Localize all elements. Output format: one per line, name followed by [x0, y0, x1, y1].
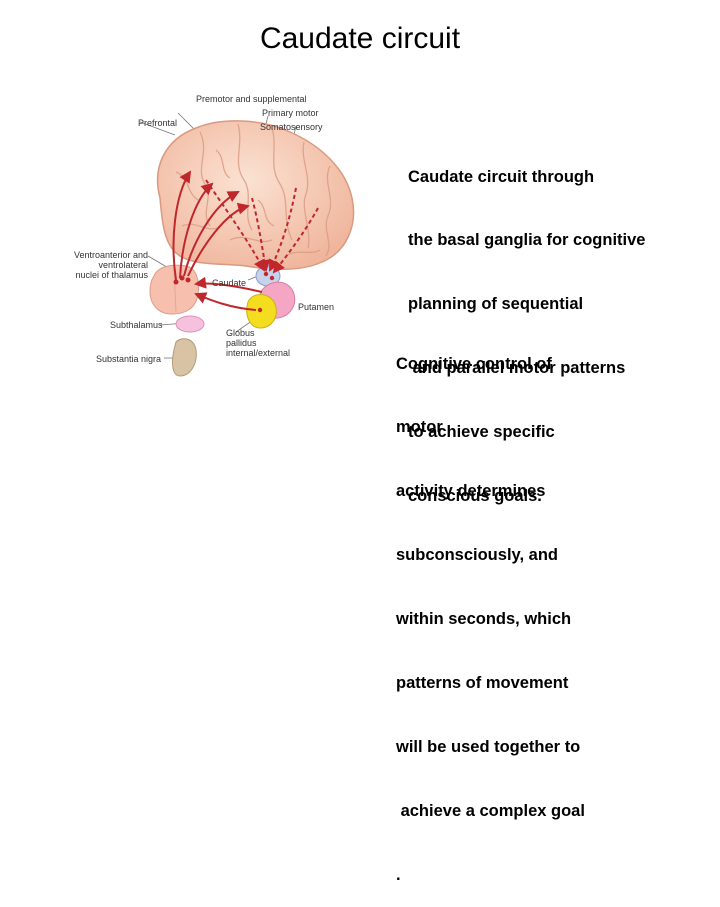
label-substantia-nigra: Substantia nigra [96, 354, 162, 364]
brain-diagram [139, 112, 355, 377]
text-line: and parallel motor patterns [408, 359, 626, 378]
label-prefrontal: Prefrontal [138, 118, 178, 128]
text-block-cognitive-control: Cognitive control of motor activity dete… [396, 311, 585, 907]
text-line: motor [396, 418, 443, 437]
label-caudate: Caudate [212, 278, 247, 288]
thalamus [149, 264, 199, 315]
label-somatosensory: Somatosensory [260, 122, 323, 132]
text-line: subconsciously, and [396, 546, 558, 565]
label-thalamus: Ventroanterior and ventrolateral nuclei … [73, 250, 148, 280]
cerebral-cortex [156, 120, 355, 271]
text-line: conscious goals. [408, 487, 542, 506]
text-line: . [396, 865, 401, 884]
text-line: to achieve specific [408, 423, 555, 442]
label-subthalamus: Subthalamus [110, 320, 163, 330]
label-premotor: Premotor and supplemental [196, 94, 307, 104]
text-line: Caudate circuit through [408, 167, 595, 186]
text-line: patterns of movement [396, 674, 569, 693]
text-line: within seconds, which [396, 610, 572, 629]
caudate-circuit-figure: Premotor and supplemental Prefrontal Pri… [0, 80, 380, 390]
label-globus-pallidus: Globus pallidus internal/external [226, 328, 291, 358]
text-line: the basal ganglia for cognitive [408, 231, 646, 250]
text-line: Cognitive control of [396, 354, 552, 373]
slide-title: Caudate circuit [259, 22, 461, 55]
label-putamen: Putamen [298, 302, 335, 312]
text-line: activity determines [396, 482, 546, 501]
text-block-caudate-circuit: Caudate circuit through the basal gangli… [408, 124, 645, 529]
label-primary-motor: Primary motor [262, 108, 319, 118]
substantia-nigra [172, 338, 197, 377]
text-line: will be used together to [396, 737, 581, 756]
text-line: achieve a complex goal [396, 801, 585, 820]
text-line: planning of sequential [408, 295, 584, 314]
subthalamus [175, 315, 205, 333]
